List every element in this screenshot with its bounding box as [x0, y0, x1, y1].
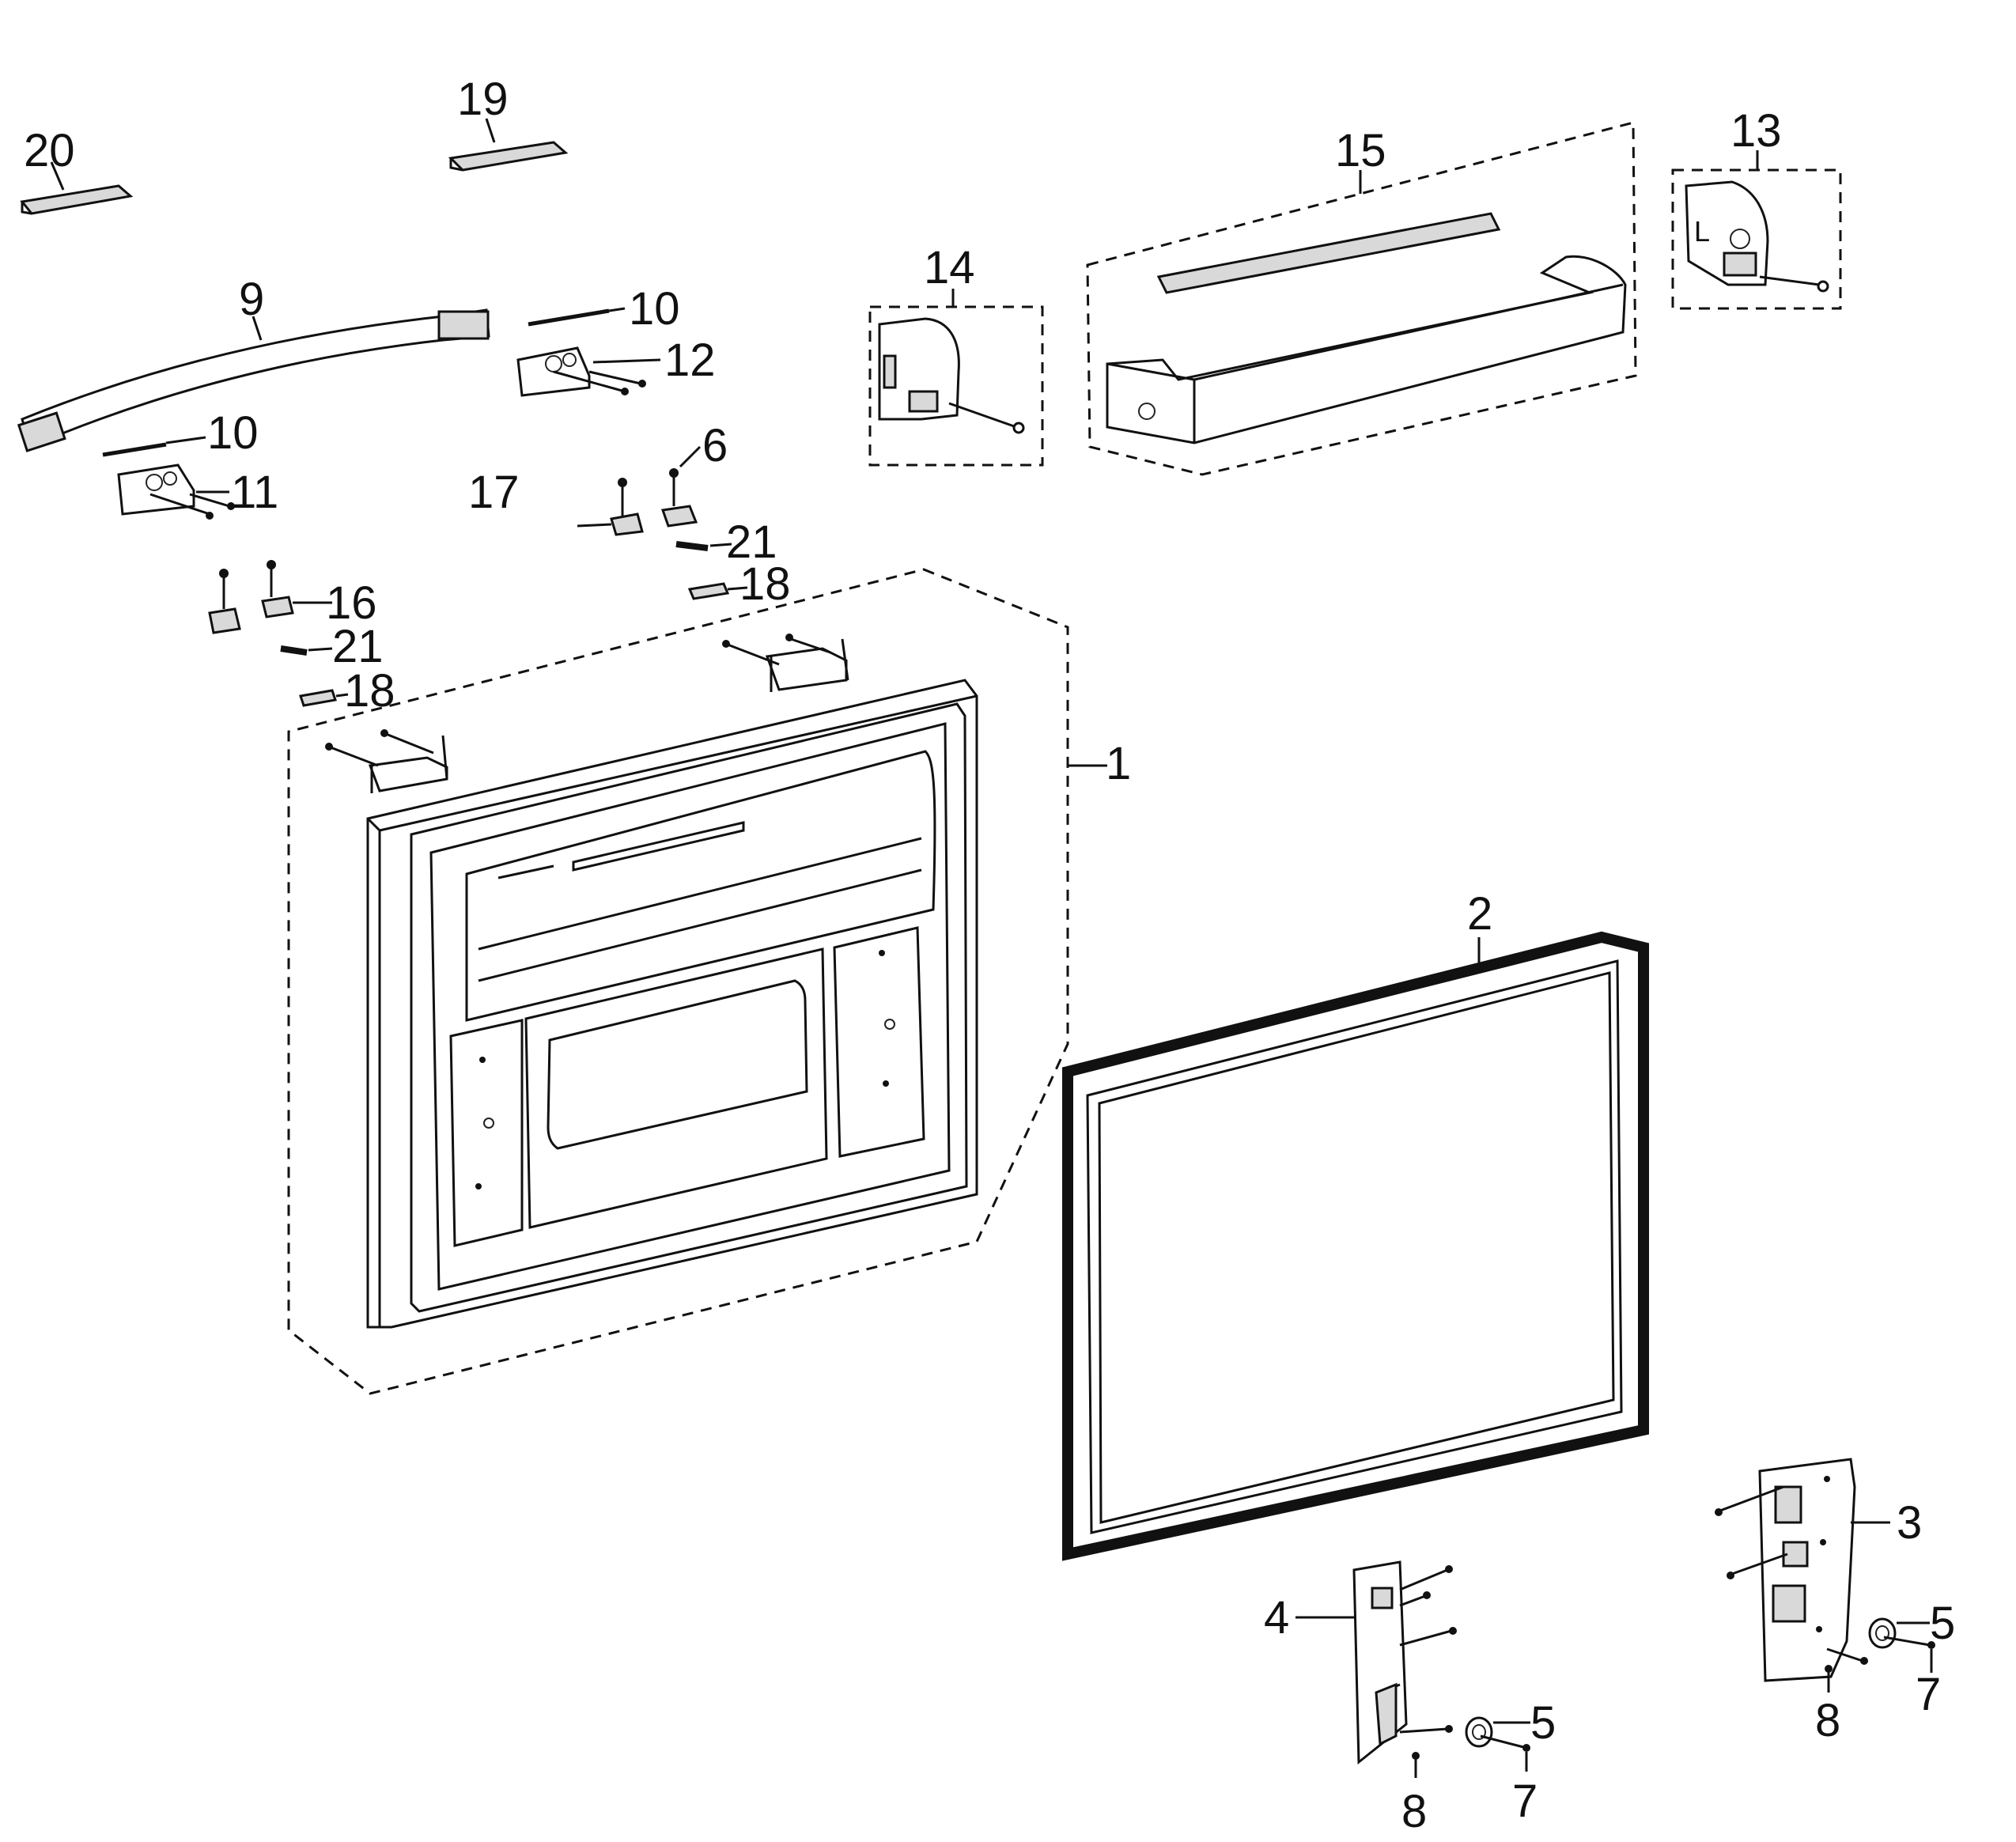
- callout-6: 6: [702, 420, 728, 471]
- callout-17: 17: [468, 467, 520, 518]
- part-4-hinge-bracket: [1352, 1560, 1457, 1765]
- part-10-pin-upper: [528, 308, 610, 327]
- callout-12: 12: [664, 335, 716, 386]
- part-5-bushing-right: [1868, 1617, 1897, 1649]
- part-1-freezer-door: [366, 679, 978, 1329]
- callout-15: 15: [1335, 125, 1386, 176]
- callout-11: 11: [231, 467, 278, 518]
- callout-1: 1: [1106, 738, 1131, 789]
- group-14-boundary: [868, 305, 1044, 467]
- part-7-screw-center: [1480, 1734, 1527, 1749]
- part-18-shim-upper: [687, 582, 730, 600]
- callout-14: 14: [924, 242, 975, 293]
- part-12-hinge-bracket: [516, 346, 646, 397]
- part-door-stopper-upper-left: [577, 478, 644, 536]
- callout-21-lower: 21: [332, 621, 384, 672]
- part-13-hinge-cover: L: [1685, 180, 1829, 293]
- part-door-stopper-lower-left: [208, 569, 241, 634]
- part-21-spring-upper: [675, 541, 709, 551]
- part-11-hinge-bracket: [117, 463, 235, 520]
- callout-13: 13: [1730, 105, 1782, 157]
- part-3-hinge-bracket: [1715, 1458, 1868, 1682]
- callout-3: 3: [1897, 1497, 1922, 1549]
- part-19-hinge-cap: [448, 141, 569, 172]
- callout-7-right: 7: [1916, 1669, 1941, 1720]
- part-2-door-gasket: [1062, 931, 1649, 1561]
- part-15-door-guard-shelf: [1106, 212, 1627, 444]
- group-15-boundary: [1086, 121, 1637, 476]
- callout-5-right: 5: [1930, 1598, 1955, 1649]
- callout-9: 9: [239, 274, 264, 325]
- part-18-shim-lower: [299, 689, 337, 707]
- part-6-door-stopper: [660, 468, 698, 528]
- callout-4: 4: [1264, 1592, 1289, 1643]
- part-9-door-handle: [17, 308, 490, 452]
- part-door-upper-bracket-right: [722, 634, 849, 692]
- part-10-pin-lower: [102, 442, 167, 457]
- part-door-upper-bracket-left: [325, 729, 448, 793]
- callout-16: 16: [326, 577, 377, 629]
- callout-18-lower: 18: [344, 665, 395, 717]
- callout-18-upper: 18: [739, 558, 791, 610]
- group-1-door-assembly-boundary: [287, 568, 1069, 1395]
- cover-mark-L: L: [1694, 215, 1710, 248]
- part-21-spring-lower: [280, 645, 308, 656]
- callout-20: 20: [24, 125, 75, 176]
- part-5-bushing-center: [1465, 1716, 1493, 1748]
- callout-2: 2: [1467, 888, 1492, 940]
- part-20-hinge-cap: [20, 184, 134, 215]
- part-7-screw-right: [1883, 1636, 1931, 1647]
- callout-8-right: 8: [1815, 1695, 1840, 1746]
- callout-10-upper: 10: [629, 283, 680, 335]
- callout-19: 19: [457, 74, 509, 125]
- part-16-door-stopper: [261, 560, 294, 618]
- callout-10-lower: 10: [207, 407, 259, 459]
- part-14-hinge-cover: [878, 317, 1025, 434]
- callout-5-center: 5: [1530, 1697, 1556, 1749]
- callout-21-upper: 21: [726, 516, 777, 568]
- callout-8-center: 8: [1401, 1786, 1427, 1837]
- callout-7-center: 7: [1512, 1776, 1538, 1827]
